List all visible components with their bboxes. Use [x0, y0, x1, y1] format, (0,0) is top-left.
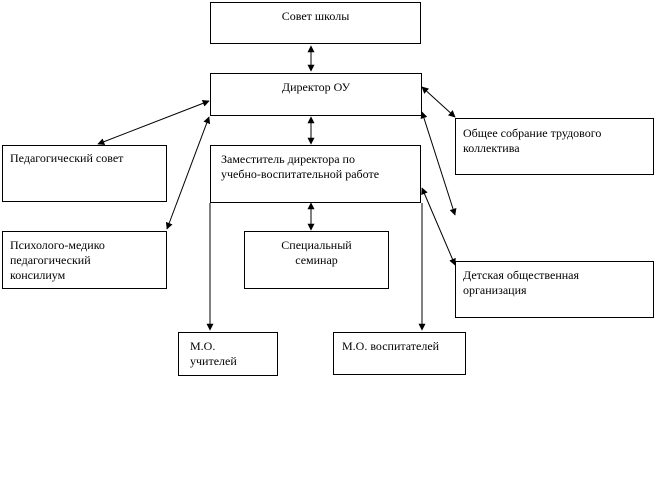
deputy-director-label: Заместитель директора по учебно-воспитат…: [221, 152, 380, 181]
general-meeting-label: Общее собрание трудового коллектива: [463, 126, 602, 155]
arrow-director-pmp: [165, 116, 211, 230]
arrow-deputy-childorg: [421, 187, 456, 266]
mo-educators-box: М.О. воспитателей: [333, 332, 466, 375]
arrow-director-pedcouncil: [97, 100, 210, 145]
arrow-director-meeting: [421, 86, 456, 118]
pmp-council-box: Психолого-медико педагогический консилиу…: [2, 231, 167, 289]
deputy-director-box: Заместитель директора по учебно-воспитат…: [210, 145, 421, 203]
school-council-box: Совет школы: [210, 2, 421, 44]
special-seminar-box: Специальный семинар: [244, 231, 389, 289]
general-meeting-box: Общее собрание трудового коллектива: [455, 118, 654, 175]
pmp-council-label: Психолого-медико педагогический консилиу…: [10, 238, 105, 282]
mo-teachers-label: М.О. учителей: [190, 339, 237, 368]
mo-teachers-box: М.О. учителей: [178, 332, 278, 376]
special-seminar-label: Специальный семинар: [281, 238, 352, 267]
director-label: Директор ОУ: [281, 80, 351, 94]
childrens-organization-box: Детская общественная организация: [455, 261, 654, 318]
mo-educators-label: М.О. воспитателей: [342, 339, 440, 353]
school-council-label: Совет школы: [281, 9, 350, 23]
pedagogical-council-box: Педагогический совет: [2, 145, 167, 202]
director-box: Директор ОУ: [210, 73, 422, 116]
childrens-organization-label: Детская общественная организация: [463, 268, 580, 297]
pedagogical-council-label: Педагогический совет: [10, 151, 124, 165]
